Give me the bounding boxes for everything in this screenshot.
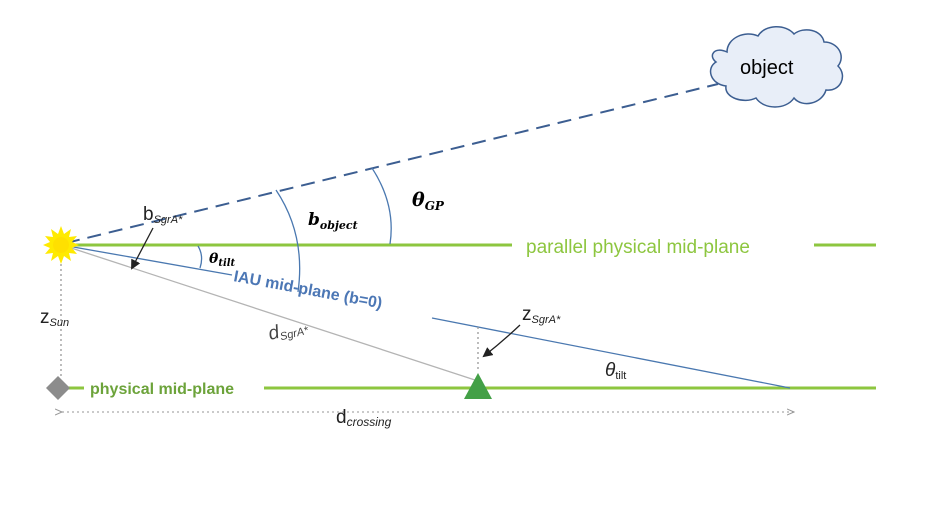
sgra-triangle-icon (464, 373, 492, 399)
theta-gp-arc (371, 167, 392, 245)
physical-plane-label: physical mid-plane (90, 381, 234, 398)
theta-tilt-lower-label: θtilt (605, 360, 626, 382)
parallel-plane-label: parallel physical mid-plane (526, 237, 750, 258)
iau-plane-line-right (431, 317, 791, 389)
z-sgra-arrow (482, 324, 521, 358)
b-object-arc (275, 189, 301, 293)
sun-projection-diamond-icon (46, 376, 70, 400)
d-crossing-label: dcrossing (336, 407, 392, 429)
b-sgra-label: bSgrA* (143, 204, 183, 226)
iau-plane-line-left (61, 244, 233, 276)
object-sightline (65, 83, 719, 244)
theta-tilt-arc (197, 245, 203, 269)
sun-icon (43, 226, 79, 264)
cloud-icon (709, 26, 844, 108)
b-sgra-arrow (131, 227, 154, 270)
z-sun-label: zSun (40, 307, 69, 329)
theta-gp-label: θGP (412, 189, 445, 213)
sgra-distance-line (61, 244, 479, 382)
object-label: object (740, 57, 794, 79)
b-object-label: bobject (308, 210, 358, 232)
z-sgra-label: zSgrA* (522, 304, 561, 326)
iau-plane-label: IAU mid-plane (b=0) (232, 268, 383, 312)
theta-tilt-upper-label: θtilt (209, 251, 236, 269)
